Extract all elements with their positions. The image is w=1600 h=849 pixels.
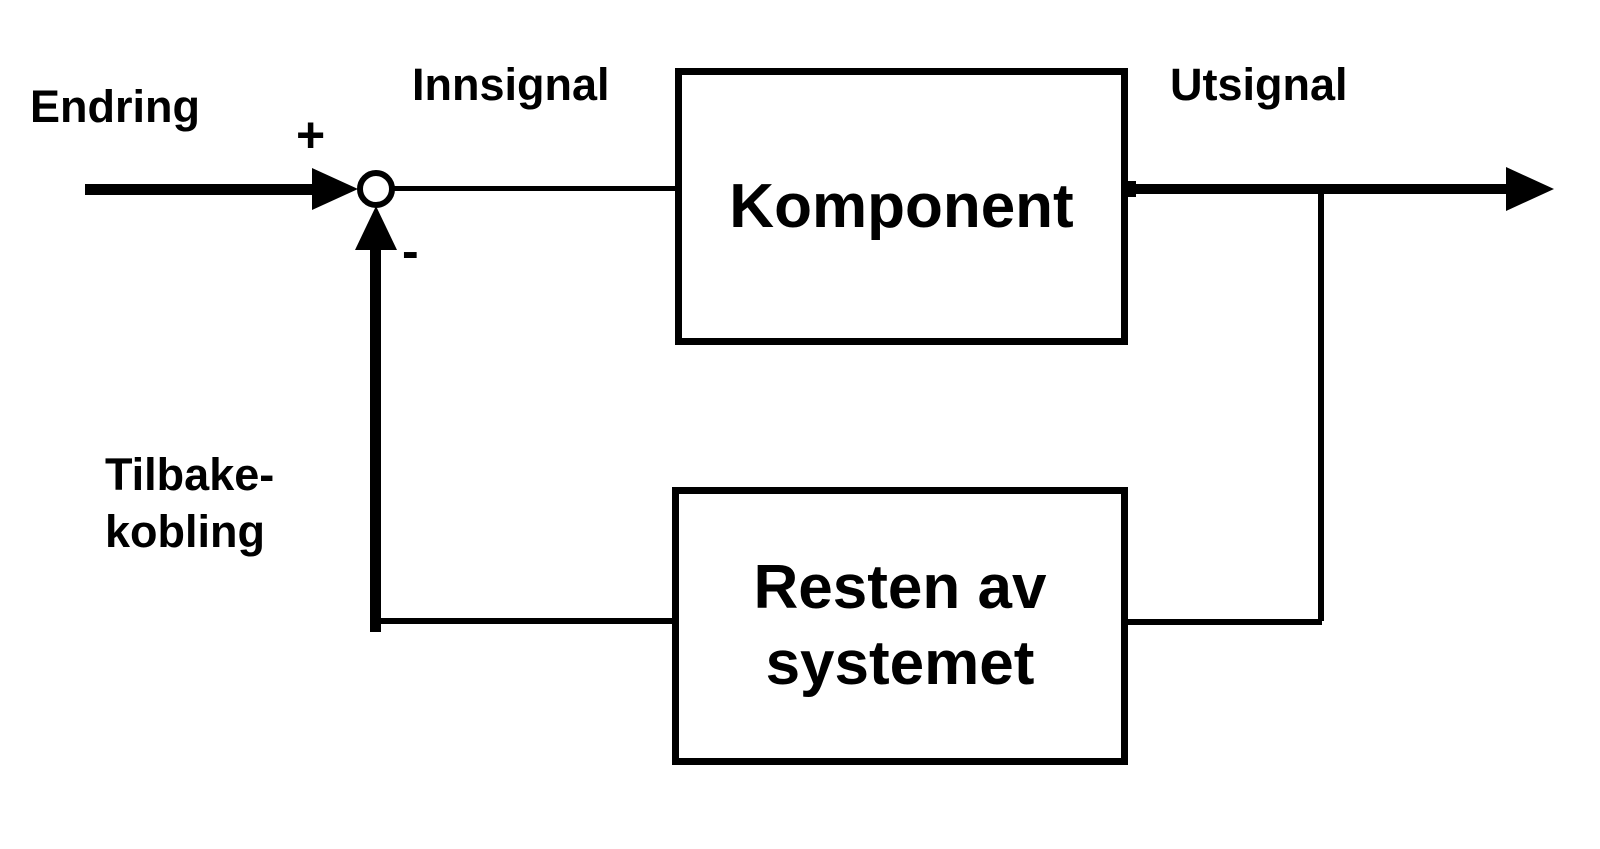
- summing-junction: [357, 170, 395, 208]
- resten-block-label-line2: systemet: [765, 629, 1035, 698]
- label-tilbakekobling-line1: Tilbake-: [105, 449, 275, 500]
- label-tilbakekobling: Tilbake-kobling: [105, 446, 274, 560]
- branch-to-resten-line: [1128, 619, 1322, 625]
- komponent-block: Komponent: [675, 68, 1128, 345]
- input-arrowhead-icon: [312, 168, 358, 210]
- feedback-arrowhead-icon: [355, 206, 397, 250]
- input-signal-line: [85, 184, 313, 195]
- output-branch-line: [1318, 189, 1324, 621]
- innsignal-line: [394, 186, 675, 191]
- resten-block-label: Resten av systemet: [754, 550, 1047, 702]
- komponent-block-label: Komponent: [729, 171, 1074, 241]
- label-utsignal: Utsignal: [1170, 59, 1348, 110]
- label-tilbakekobling-line2: kobling: [105, 506, 265, 557]
- label-innsignal: Innsignal: [412, 59, 610, 110]
- minus-sign: -: [402, 223, 419, 279]
- feedback-vertical-line: [370, 246, 381, 632]
- feedback-horizontal-line: [375, 618, 672, 624]
- label-endring: Endring: [30, 81, 200, 132]
- output-arrowhead-icon: [1506, 167, 1554, 211]
- resten-av-systemet-block: Resten av systemet: [672, 487, 1128, 765]
- plus-sign: +: [296, 107, 326, 163]
- resten-block-label-line1: Resten av: [753, 553, 1047, 622]
